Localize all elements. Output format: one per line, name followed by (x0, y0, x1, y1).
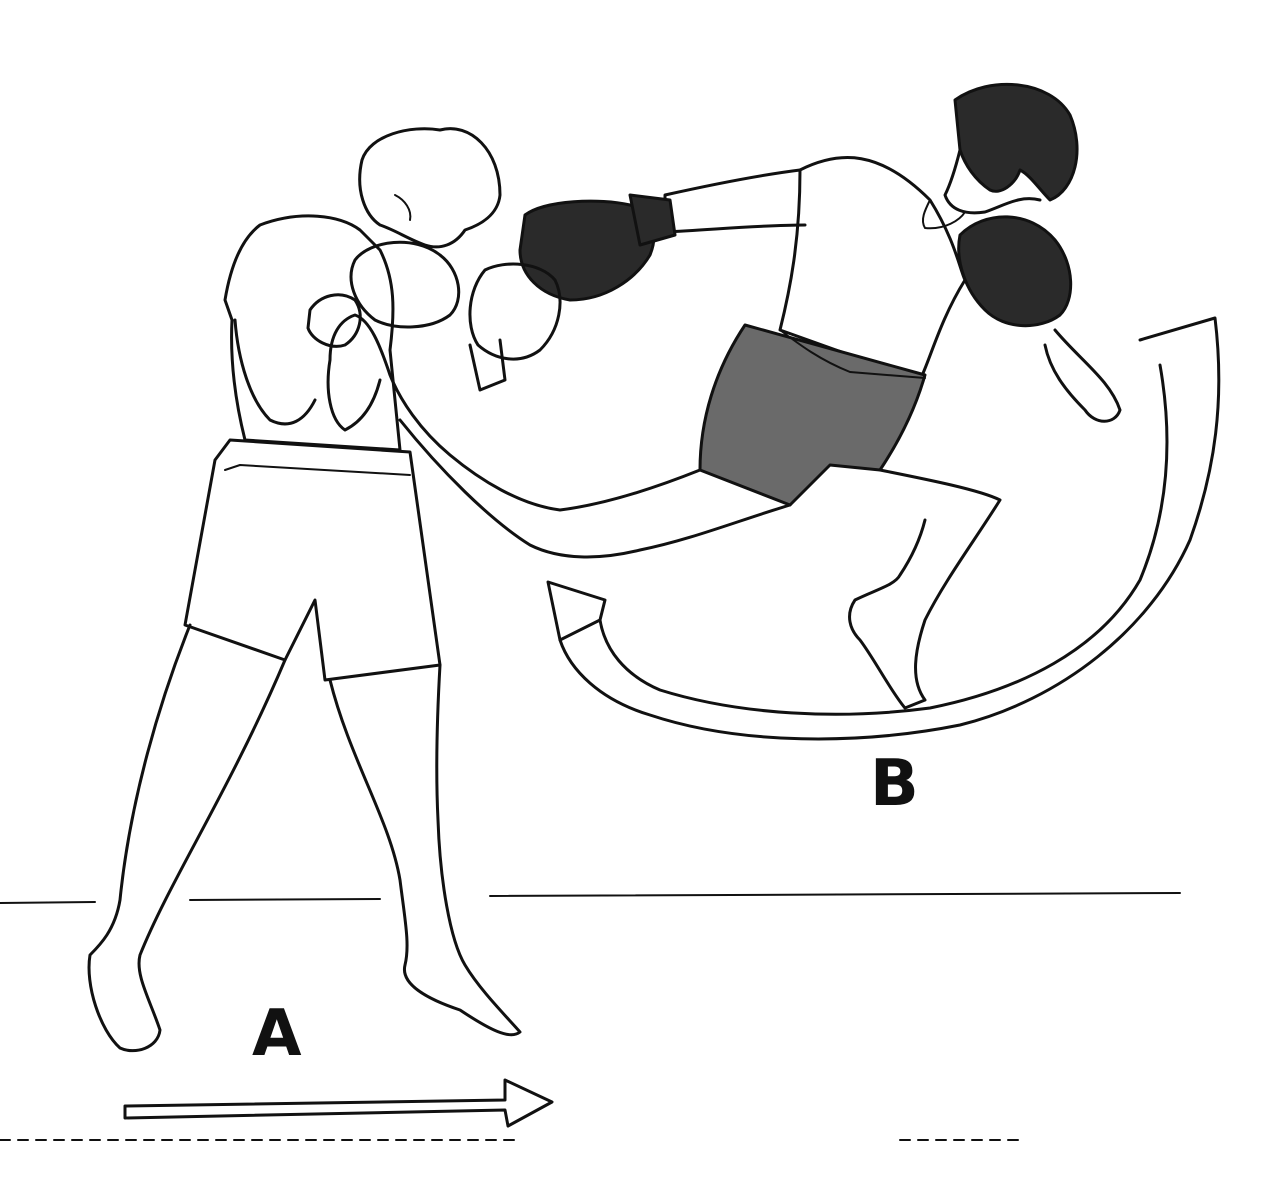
fighter-b-label: B (870, 747, 919, 821)
fighter-b (326, 82, 1122, 710)
ground-line (0, 892, 1181, 1141)
fighter-a-label: A (252, 997, 302, 1071)
fighter-a (87, 127, 522, 1053)
motion-arrow-b (546, 316, 1221, 741)
motion-arrow-a (123, 1078, 554, 1128)
